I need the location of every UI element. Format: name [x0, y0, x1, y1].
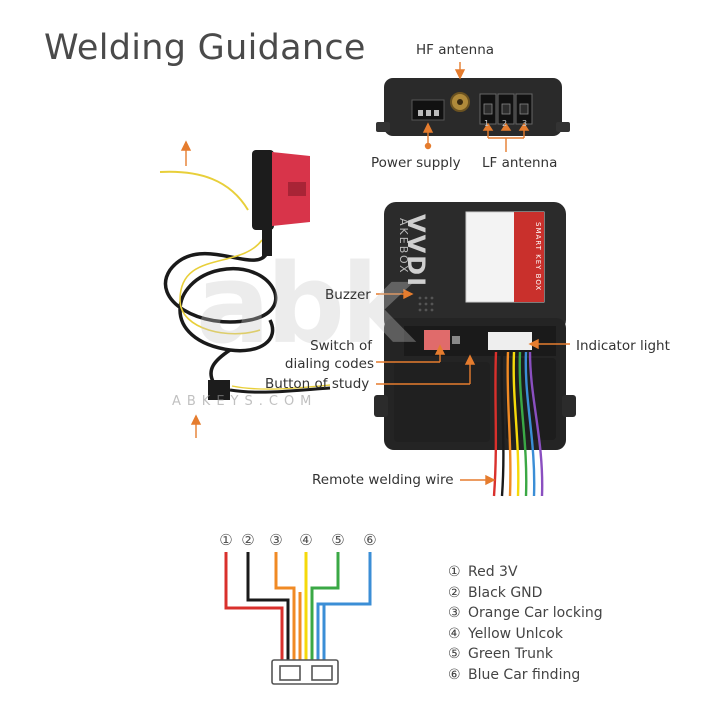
watermark-text: ABKEYS.COM	[172, 394, 318, 409]
label-switch-line2: dialing codes	[284, 356, 374, 372]
port-number-3: 3	[522, 119, 528, 128]
legend-num: ①	[448, 564, 461, 580]
legend-item: ② Black GND	[448, 583, 603, 604]
legend-text: Blue Car finding	[468, 666, 581, 683]
legend-item: ③ Orange Car locking	[448, 603, 603, 624]
legend-num: ④	[448, 625, 461, 642]
wire-number-3: ③	[269, 531, 283, 549]
wire-legend: ① Red 3V ② Black GND ③ Orange Car locking ④…	[448, 562, 603, 686]
legend-text: Yellow Unlcok	[468, 625, 563, 642]
legend-item: ⑤ Green Trunk	[448, 644, 603, 665]
label-indicator-light: Indicator light	[576, 338, 670, 354]
page-title: Welding Guidance	[44, 28, 366, 68]
legend-num: ③	[448, 605, 461, 622]
device-sticker-text: SMART KEY BOX	[534, 222, 542, 292]
label-buzzer: Buzzer	[325, 287, 371, 303]
legend-num: ②	[448, 584, 461, 601]
main-device	[374, 202, 576, 450]
device-wires	[492, 351, 544, 497]
device-subbrand: AKEBOX	[397, 218, 410, 275]
label-lf-antenna: LF antenna	[482, 155, 558, 171]
wire-number-4: ④	[299, 531, 313, 549]
port-number-2: 2	[502, 119, 508, 128]
leader-lines	[180, 62, 570, 486]
legend-item: ④ Yellow Unlcok	[448, 624, 603, 645]
legend-item: ① Red 3V	[448, 562, 603, 583]
label-hf-antenna: HF antenna	[416, 42, 495, 58]
label-switch-line1: Switch of	[310, 338, 372, 354]
label-remote-welding-wire: Remote welding wire	[312, 472, 454, 488]
wire-color-diagram	[224, 552, 372, 664]
antenna-module	[376, 78, 570, 136]
label-button-study: Button of study	[265, 376, 370, 392]
wire-connector	[271, 659, 339, 685]
legend-text: Green Trunk	[468, 646, 553, 663]
legend-item: ⑥ Blue Car finding	[448, 665, 603, 686]
legend-text: Red 3V	[468, 564, 518, 580]
legend-num: ⑥	[448, 666, 461, 683]
legend-text: Black GND	[468, 584, 543, 601]
wire-number-5: ⑤	[331, 531, 345, 549]
label-power-supply: Power supply	[371, 155, 461, 171]
obd-cable	[159, 150, 331, 400]
port-number-1: 1	[484, 119, 490, 128]
wire-number-6: ⑥	[363, 531, 377, 549]
legend-text: Orange Car locking	[468, 605, 603, 622]
legend-num: ⑤	[448, 646, 461, 663]
wire-number-2: ②	[241, 531, 255, 549]
watermark-logo: abk	[196, 240, 414, 368]
wire-number-1: ①	[219, 531, 233, 549]
